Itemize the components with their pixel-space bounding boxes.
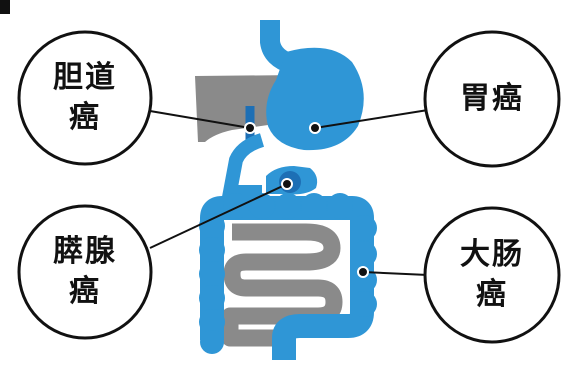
stomach-cancer-label: 胃癌 <box>432 79 552 119</box>
colon-cancer-label: 大肠 癌 <box>432 215 552 335</box>
bile-duct-dot <box>245 123 255 133</box>
pancreatic-cancer-label: 膵腺 癌 <box>25 212 145 332</box>
colon-dot <box>358 267 368 277</box>
bile-duct-label-line-1: 胆道 <box>53 58 117 98</box>
colon-label-line-2: 癌 <box>476 275 508 315</box>
colon-label-line-1: 大肠 <box>460 235 524 275</box>
duodenum-shape <box>230 140 262 192</box>
pancreas-dot <box>282 179 292 189</box>
stomach-dot <box>310 123 320 133</box>
pancreas-label-line-2: 癌 <box>69 272 101 312</box>
bile-duct-label-line-2: 癌 <box>69 98 101 138</box>
pancreas-label-line-1: 膵腺 <box>53 232 117 272</box>
stomach-label-text: 胃癌 <box>460 79 524 119</box>
bile-duct-cancer-label: 胆道 癌 <box>25 38 145 158</box>
